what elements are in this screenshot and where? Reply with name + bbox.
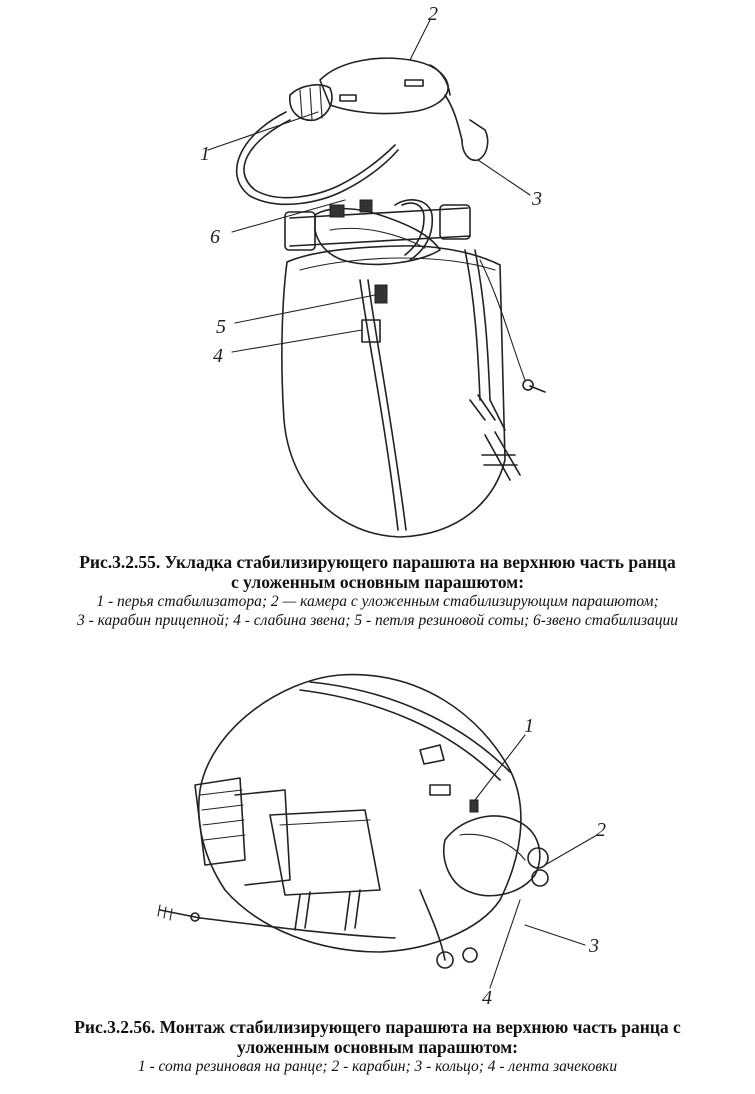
callout-4: 4 [482, 987, 492, 1009]
callout-3: 3 [531, 188, 542, 210]
figure-2-title-line-1: Рис.3.2.56. Монтаж стабилизирующего пара… [74, 1017, 681, 1037]
figure-2-legend-line-1: 1 - сота резиновая на ранце; 2 - карабин… [137, 1058, 618, 1075]
parachute-pack-illustration-1: 1 2 3 4 5 6 [200, 3, 546, 538]
callout-1: 1 [200, 143, 210, 165]
callout-5: 5 [216, 316, 226, 338]
figure-1-legend-line-1: 1 - перья стабилизатора; 2 — камера с ул… [96, 593, 659, 610]
pack-body [281, 245, 506, 538]
callout-4: 4 [213, 345, 223, 367]
figure-1-legend-line-2: 3 - карабин прицепной; 4 - слабина звена… [76, 612, 678, 629]
figure-1-caption: Рис.3.2.55. Укладка стабилизирующего пар… [0, 552, 755, 630]
figure-2-caption: Рис.3.2.56. Монтаж стабилизирующего пара… [0, 1017, 755, 1076]
callout-1: 1 [524, 715, 534, 737]
parachute-pack-illustration-2: 1 2 3 4 [157, 673, 606, 1009]
figure-1-drawing: 1 2 3 4 5 6 [0, 0, 755, 540]
callout-6: 6 [210, 226, 220, 248]
pack-body [197, 673, 522, 953]
stabilizer-camera [319, 57, 449, 115]
figure-1-title-line-1: Рис.3.2.55. Укладка стабилизирующего пар… [79, 552, 676, 572]
callout-2: 2 [596, 819, 606, 841]
figure-2-drawing: 1 2 3 4 [0, 660, 755, 1010]
figure-2-title-line-2: уложенным основным парашютом: [237, 1037, 518, 1057]
callout-2: 2 [428, 3, 438, 25]
figure-1-title-line-2: с уложенным основным парашютом: [230, 572, 525, 592]
callout-3: 3 [588, 935, 599, 957]
